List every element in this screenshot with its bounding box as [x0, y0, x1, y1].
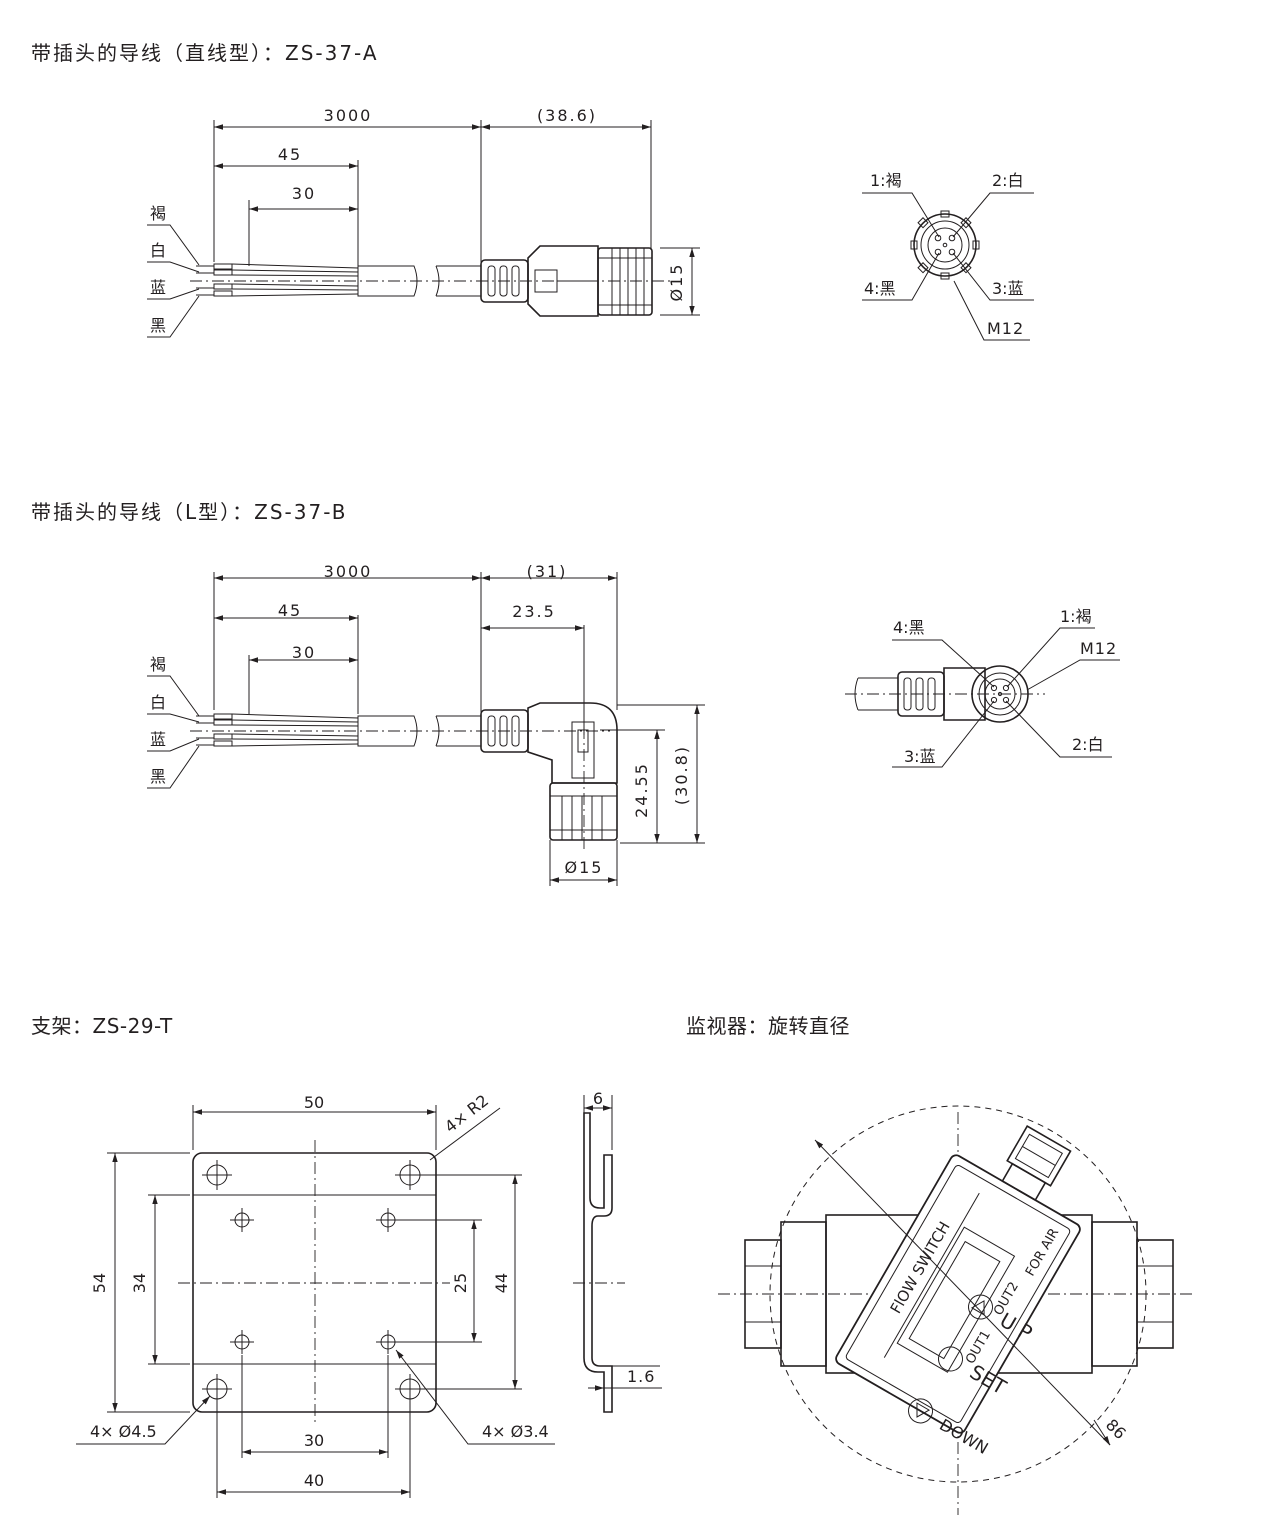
- a-wire-blue: 蓝: [150, 278, 166, 297]
- section-a-title: 带插头的导线（直线型）：ZS-37-A: [31, 41, 379, 65]
- a-pin-3: 3:蓝: [992, 279, 1024, 298]
- c-dim-1-6: 1.6: [627, 1367, 655, 1386]
- b-thread: M12: [1080, 639, 1117, 658]
- bracket-holes-large: [202, 1160, 425, 1404]
- b-pin-2: 2:白: [1072, 735, 1104, 754]
- a-dim-45: 45: [278, 145, 302, 164]
- c-dim-54: 54: [90, 1273, 109, 1293]
- section-a-end-view: 1:褐 2:白 4:黑 3:蓝 M12: [862, 171, 1034, 341]
- a-pin-4: 4:黑: [864, 279, 896, 298]
- c-dim-40: 40: [304, 1471, 324, 1490]
- a-thread: M12: [987, 319, 1024, 338]
- b-wire-blue: 蓝: [150, 730, 166, 749]
- section-c-drawing: 50 4× R2 54 34 25 44 30 40 4× Ø4.5 4× Ø3…: [76, 1089, 662, 1498]
- b-dim-30-8: (30.8): [672, 745, 691, 805]
- b-dim-23-5: 23.5: [512, 602, 556, 621]
- section-b-end-view: 4:黑 1:褐 M12 3:蓝 2:白: [845, 607, 1120, 768]
- b-dim-24-55: 24.55: [632, 762, 651, 818]
- section-d-drawing: FlOW SWITCH OUT1 OUT2 FOR AIR U P SET DO…: [718, 1105, 1195, 1515]
- b-dim-45: 45: [278, 601, 302, 620]
- a-wire-brown: 褐: [150, 204, 166, 223]
- section-b-title: 带插头的导线（L型）：ZS-37-B: [31, 500, 348, 524]
- a-dim-3000: 3000: [324, 106, 373, 125]
- c-dim-44: 44: [492, 1273, 511, 1293]
- c-dim-50: 50: [304, 1093, 324, 1112]
- c-dim-6: 6: [593, 1089, 603, 1108]
- b-pin-3: 3:蓝: [904, 747, 936, 766]
- c-holes-large: 4× Ø4.5: [90, 1422, 157, 1441]
- b-pin-1: 1:褐: [1060, 607, 1092, 626]
- c-corner-radius: 4× R2: [441, 1091, 492, 1137]
- a-pin-1: 1:褐: [870, 171, 902, 190]
- c-dim-30: 30: [304, 1431, 324, 1450]
- b-wire-brown: 褐: [150, 655, 166, 674]
- flow-body: [744, 1214, 1174, 1374]
- b-dim-31: (31): [527, 562, 568, 581]
- section-a-drawing: 3000 (38.6) 45 30 Ø15 褐 白 蓝 黑: [147, 106, 700, 338]
- section-d-title: 监视器：旋转直径: [686, 1014, 850, 1038]
- b-wire-white: 白: [150, 693, 166, 712]
- c-dim-34: 34: [130, 1273, 149, 1293]
- section-b-drawing: 3000 (31) 45 23.5 30 24.55 (30.8) Ø15 褐 …: [147, 562, 705, 886]
- section-c-title: 支架：ZS-29-T: [31, 1014, 173, 1038]
- b-pin-4: 4:黑: [893, 618, 925, 637]
- a-dim-38-6: (38.6): [537, 106, 597, 125]
- b-dim-diameter: Ø15: [565, 858, 604, 877]
- b-wire-black: 黑: [150, 767, 166, 786]
- a-wire-black: 黑: [150, 316, 166, 335]
- c-dim-25: 25: [451, 1273, 470, 1293]
- monitor-panel: FlOW SWITCH OUT1 OUT2 FOR AIR: [835, 1125, 1081, 1434]
- c-holes-small: 4× Ø3.4: [482, 1422, 549, 1441]
- b-dim-30: 30: [292, 643, 316, 662]
- a-dim-diameter: Ø15: [667, 263, 686, 302]
- bracket-holes-small: [230, 1208, 400, 1354]
- a-wire-white: 白: [150, 241, 166, 260]
- b-dim-3000: 3000: [324, 562, 373, 581]
- a-dim-30: 30: [292, 184, 316, 203]
- a-pin-2: 2:白: [992, 171, 1024, 190]
